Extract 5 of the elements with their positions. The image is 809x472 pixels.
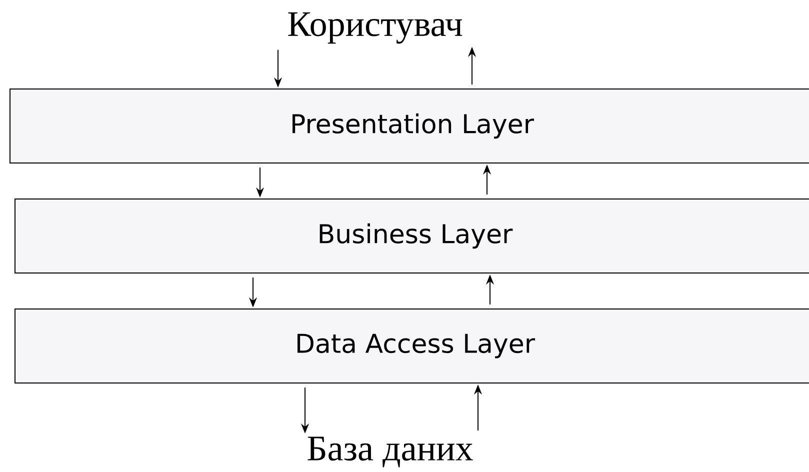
- layer-box: Business Layer: [14, 198, 809, 274]
- label-text: База даних: [308, 436, 473, 468]
- layer-box: Presentation Layer: [10, 88, 809, 164]
- label-text: Користувач: [288, 12, 462, 44]
- layer-box: Data Access Layer: [14, 308, 809, 384]
